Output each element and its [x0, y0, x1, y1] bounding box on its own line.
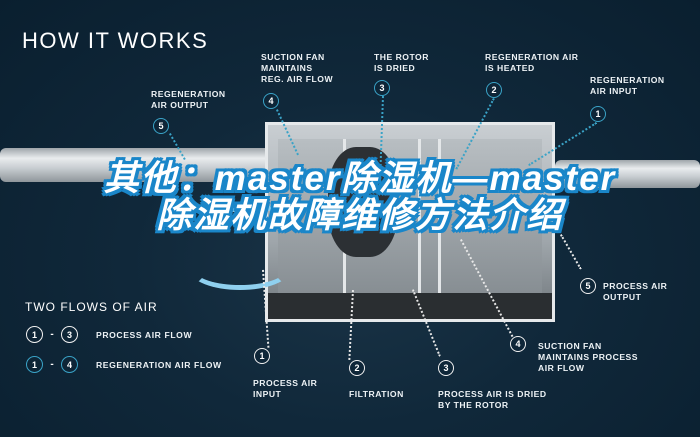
rotor	[328, 147, 398, 257]
callout-badge-regen-2: 2	[486, 82, 502, 98]
unit-interior	[278, 139, 542, 293]
callout-badge-process-1: 1	[254, 348, 270, 364]
callout-label-rotor-dried: THE ROTOR IS DRIED	[374, 52, 429, 73]
legend-badge-from: 1	[26, 356, 43, 373]
legend-title: TWO FLOWS OF AIR	[25, 300, 158, 314]
callout-badge-process-3: 3	[438, 360, 454, 376]
overlay-headline: 其他：master除湿机—master除湿机故障维修方法介绍	[103, 159, 617, 235]
process-airflow-arrow	[190, 250, 290, 290]
legend-row-regeneration: 1 - 4 REGENERATION AIR FLOW	[26, 356, 222, 373]
dehumidifier-unit	[265, 122, 555, 322]
legend-badge-from: 1	[26, 326, 43, 343]
legend-dash: -	[50, 359, 54, 370]
callout-badge-regen-5: 5	[153, 118, 169, 134]
callout-badge-regen-3: 3	[374, 80, 390, 96]
callout-label-filtration: FILTRATION	[349, 389, 404, 399]
callout-badge-regen-1: 1	[590, 106, 606, 122]
callout-badge-process-5: 5	[580, 278, 596, 294]
callout-label-regen-heated: REGENERATION AIR IS HEATED	[485, 52, 579, 73]
callout-label-regen-input: REGENERATION AIR INPUT	[590, 75, 665, 96]
regeneration-output-duct	[0, 148, 275, 182]
unit-divider	[438, 139, 441, 293]
legend-dash: -	[50, 329, 54, 340]
regeneration-airflow-arrow	[200, 205, 310, 255]
callout-badge-process-4: 4	[510, 336, 526, 352]
legend-label-regeneration: REGENERATION AIR FLOW	[96, 359, 222, 370]
unit-base	[268, 293, 552, 319]
page-title: HOW IT WORKS	[22, 28, 209, 53]
callout-label-regen-suction-fan: SUCTION FAN MAINTAINS REG. AIR FLOW	[261, 52, 334, 84]
regeneration-input-duct	[555, 160, 700, 188]
callout-label-process-suction-fan: SUCTION FAN MAINTAINS PROCESS AIR FLOW	[538, 341, 639, 373]
callout-badge-process-2: 2	[349, 360, 365, 376]
unit-divider	[418, 139, 421, 293]
callout-label-process-dried: PROCESS AIR IS DRIED BY THE ROTOR	[438, 389, 547, 410]
legend-label-process: PROCESS AIR FLOW	[96, 329, 193, 340]
legend-row-process: 1 - 3 PROCESS AIR FLOW	[26, 326, 192, 343]
callout-label-process-output: PROCESS AIR OUTPUT	[603, 281, 668, 302]
callout-label-process-input: PROCESS AIR INPUT	[253, 378, 318, 399]
legend-badge-to: 3	[61, 326, 78, 343]
legend-badge-to: 4	[61, 356, 78, 373]
callout-label-regen-output: REGENERATION AIR OUTPUT	[151, 89, 226, 110]
callout-badge-regen-4: 4	[263, 93, 279, 109]
